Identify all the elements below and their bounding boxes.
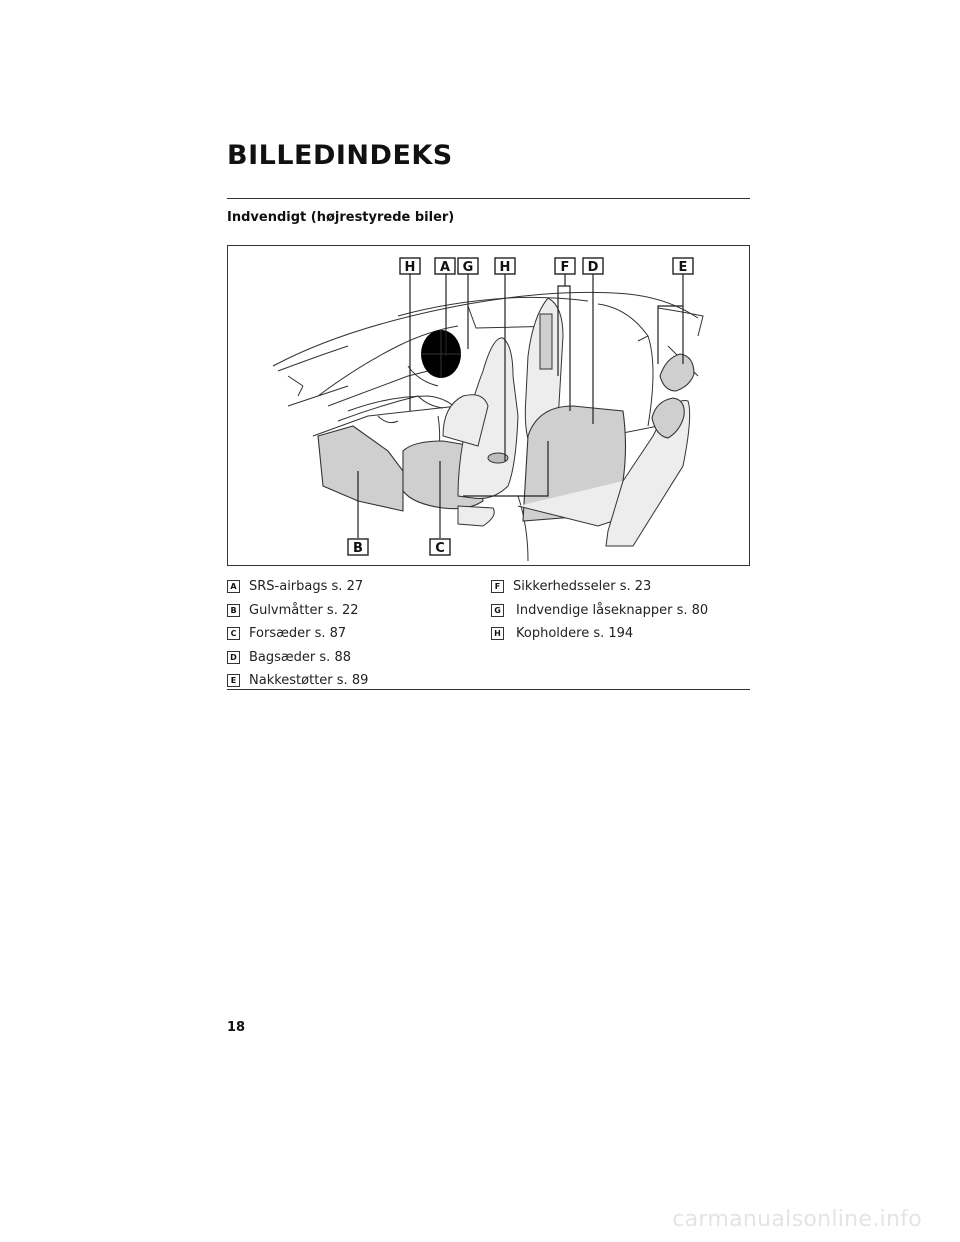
svg-text:D: D [588, 260, 599, 275]
interior-drawing: H A G H F D E B [272, 257, 704, 562]
callout-b: B [347, 538, 369, 556]
legend-text-f: Sikkerhedsseler s. 23 [513, 579, 652, 595]
callout-c: C [429, 538, 451, 556]
svg-text:H: H [405, 260, 416, 275]
legend-text-g: Indvendige låseknapper s. 80 [516, 602, 709, 618]
legend-key-e: E [227, 674, 240, 688]
legend-text-e: Nakkestøtter s. 89 [249, 673, 369, 689]
legend-item-b: B Gulvmåtter s. 22 [227, 599, 368, 623]
legend-key-g: G [491, 603, 504, 617]
leader-lines [357, 274, 684, 538]
rear-headrest [659, 353, 695, 392]
svg-text:G: G [463, 260, 474, 275]
svg-text:H: H [500, 260, 511, 275]
seat-belt-strap [539, 313, 553, 370]
front-seat-side [457, 505, 495, 527]
legend-key-h: H [491, 627, 504, 641]
legend-column-left: A SRS-airbags s. 27 B Gulvmåtter s. 22 C… [227, 575, 368, 693]
page-number: 18 [227, 1020, 246, 1035]
floor-mat-left [317, 425, 404, 512]
cupholder-front [487, 452, 509, 464]
legend-key-a: A [227, 580, 240, 594]
callout-f: F [554, 257, 576, 275]
legend: A SRS-airbags s. 27 B Gulvmåtter s. 22 C… [227, 575, 750, 688]
legend-key-c: C [227, 627, 240, 641]
page-title: BILLEDINDEKS [227, 140, 453, 171]
legend-item-c: C Forsæder s. 87 [227, 622, 368, 646]
legend-divider [227, 689, 750, 690]
callout-h-right: H [494, 257, 516, 275]
legend-text-c: Forsæder s. 87 [249, 626, 347, 642]
legend-text-b: Gulvmåtter s. 22 [249, 602, 359, 618]
passenger-seat-back [442, 394, 489, 447]
svg-text:B: B [353, 541, 363, 556]
svg-text:C: C [435, 541, 445, 556]
legend-item-h: H Kopholdere s. 194 [491, 622, 708, 646]
legend-text-h: Kopholdere s. 194 [516, 626, 634, 642]
legend-item-e: E Nakkestøtter s. 89 [227, 669, 368, 693]
callout-a: A [434, 257, 456, 275]
svg-text:E: E [679, 260, 688, 275]
callout-e: E [672, 257, 694, 275]
callout-d: D [582, 257, 604, 275]
legend-item-d: D Bagsæder s. 88 [227, 646, 368, 670]
watermark: carmanualsonline.info [672, 1207, 922, 1232]
svg-text:F: F [561, 260, 570, 275]
callout-h-left: H [399, 257, 421, 275]
legend-item-a: A SRS-airbags s. 27 [227, 575, 368, 599]
legend-item-f: F Sikkerhedsseler s. 23 [491, 575, 708, 599]
interior-illustration: H A G H F D E B [227, 245, 750, 566]
legend-key-b: B [227, 603, 240, 617]
callout-g: G [457, 257, 479, 275]
title-divider [227, 198, 750, 199]
legend-item-g: G Indvendige låseknapper s. 80 [491, 599, 708, 623]
rear-headrest-2 [651, 397, 685, 439]
section-subtitle: Indvendigt (højrestyrede biler) [227, 210, 455, 225]
legend-key-f: F [491, 580, 504, 594]
legend-text-a: SRS-airbags s. 27 [249, 579, 364, 595]
legend-column-right: F Sikkerhedsseler s. 23 G Indvendige lås… [491, 575, 708, 646]
legend-key-d: D [227, 650, 240, 664]
svg-text:A: A [440, 260, 450, 275]
legend-text-d: Bagsæder s. 88 [249, 649, 351, 665]
